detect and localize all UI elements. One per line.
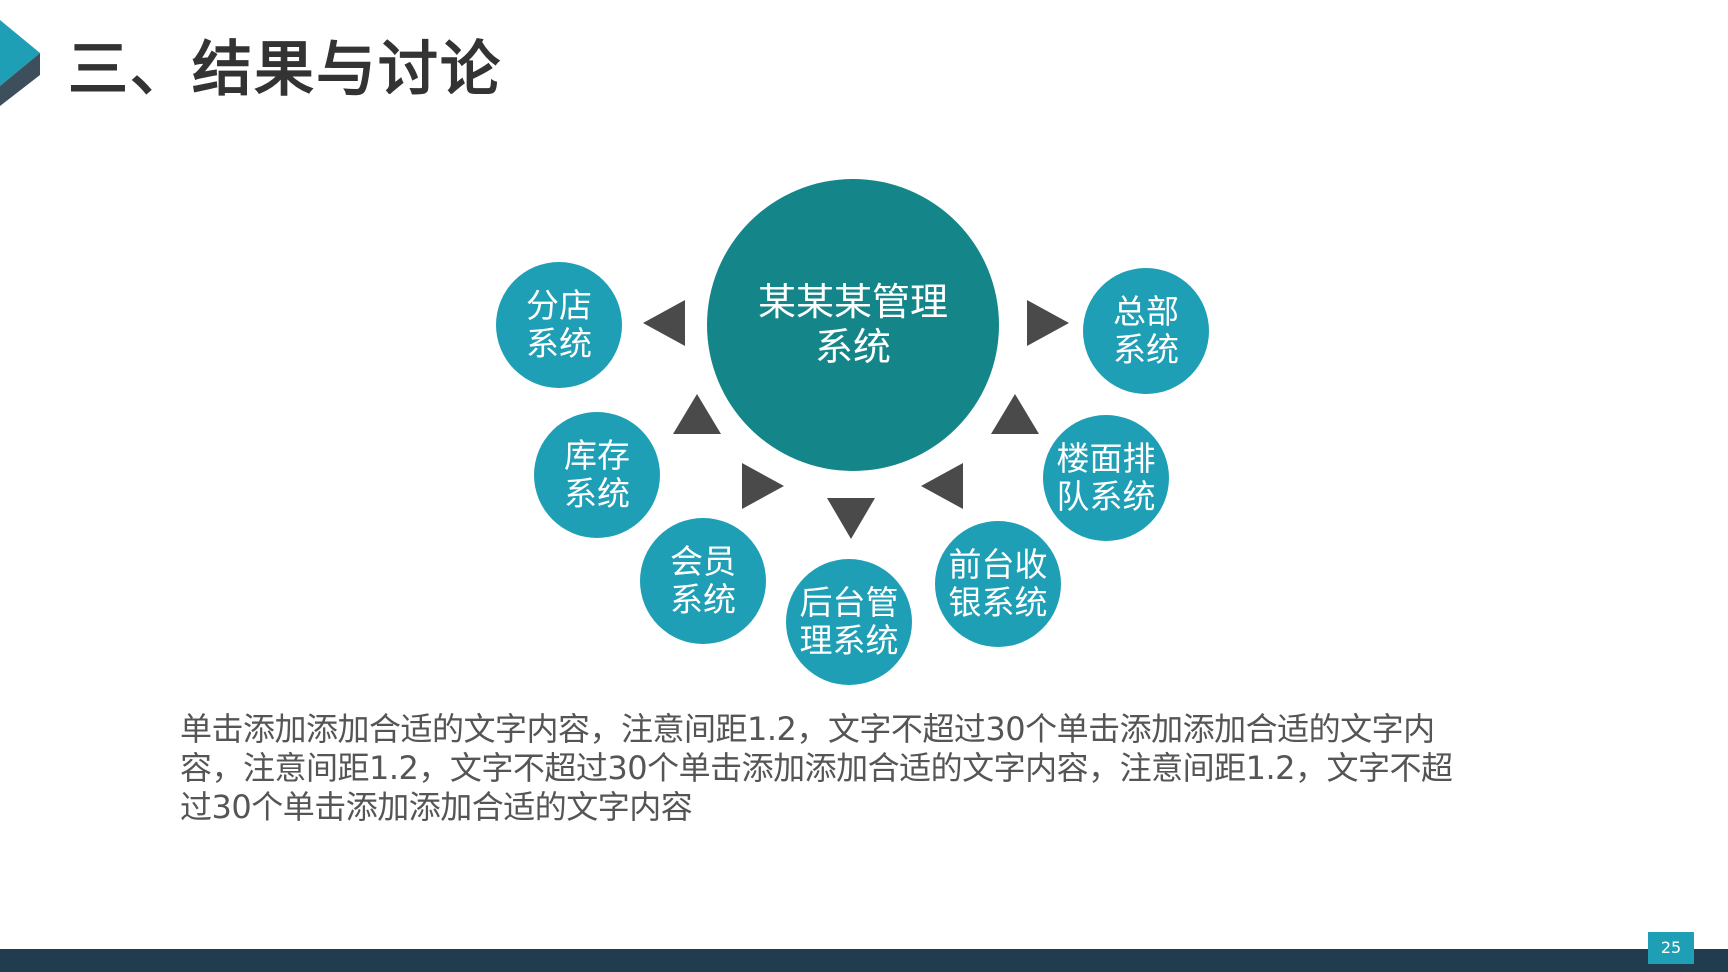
node-backend: 后台管 理系统	[786, 559, 912, 685]
node-label: 会员 系统	[670, 542, 736, 619]
node-label: 库存 系统	[564, 436, 630, 513]
node-branch: 分店 系统	[496, 262, 622, 388]
arrow-right-icon	[742, 463, 784, 509]
node-inventory: 库存 系统	[534, 412, 660, 538]
node-label: 楼面排 队系统	[1056, 439, 1156, 516]
page-title: 三、结果与讨论	[68, 35, 502, 105]
arrow-up-icon	[991, 394, 1039, 434]
node-queue: 楼面排 队系统	[1043, 415, 1169, 541]
node-hq: 总部 系统	[1083, 268, 1209, 394]
arrow-down-icon	[827, 498, 875, 539]
arrow-right-icon	[1027, 300, 1069, 346]
node-member: 会员 系统	[640, 518, 766, 644]
center-node: 某某某管理 系统	[707, 179, 999, 471]
node-cashier: 前台收 银系统	[935, 521, 1061, 647]
node-label: 前台收 银系统	[948, 545, 1048, 622]
page-number-badge: 25	[1648, 932, 1694, 964]
arrow-left-icon	[921, 463, 963, 509]
center-node-label: 某某某管理 系统	[757, 280, 948, 369]
arrow-left-icon	[643, 300, 685, 346]
arrow-up-icon	[673, 394, 721, 434]
node-label: 分店 系统	[526, 286, 592, 363]
logo-chevron-icon	[0, 20, 40, 106]
footer-bar	[0, 949, 1728, 972]
node-label: 后台管 理系统	[799, 583, 899, 660]
body-paragraph: 单击添加添加合适的文字内容，注意间距1.2，文字不超过30个单击添加添加合适的文…	[180, 710, 1453, 826]
node-label: 总部 系统	[1113, 292, 1179, 369]
